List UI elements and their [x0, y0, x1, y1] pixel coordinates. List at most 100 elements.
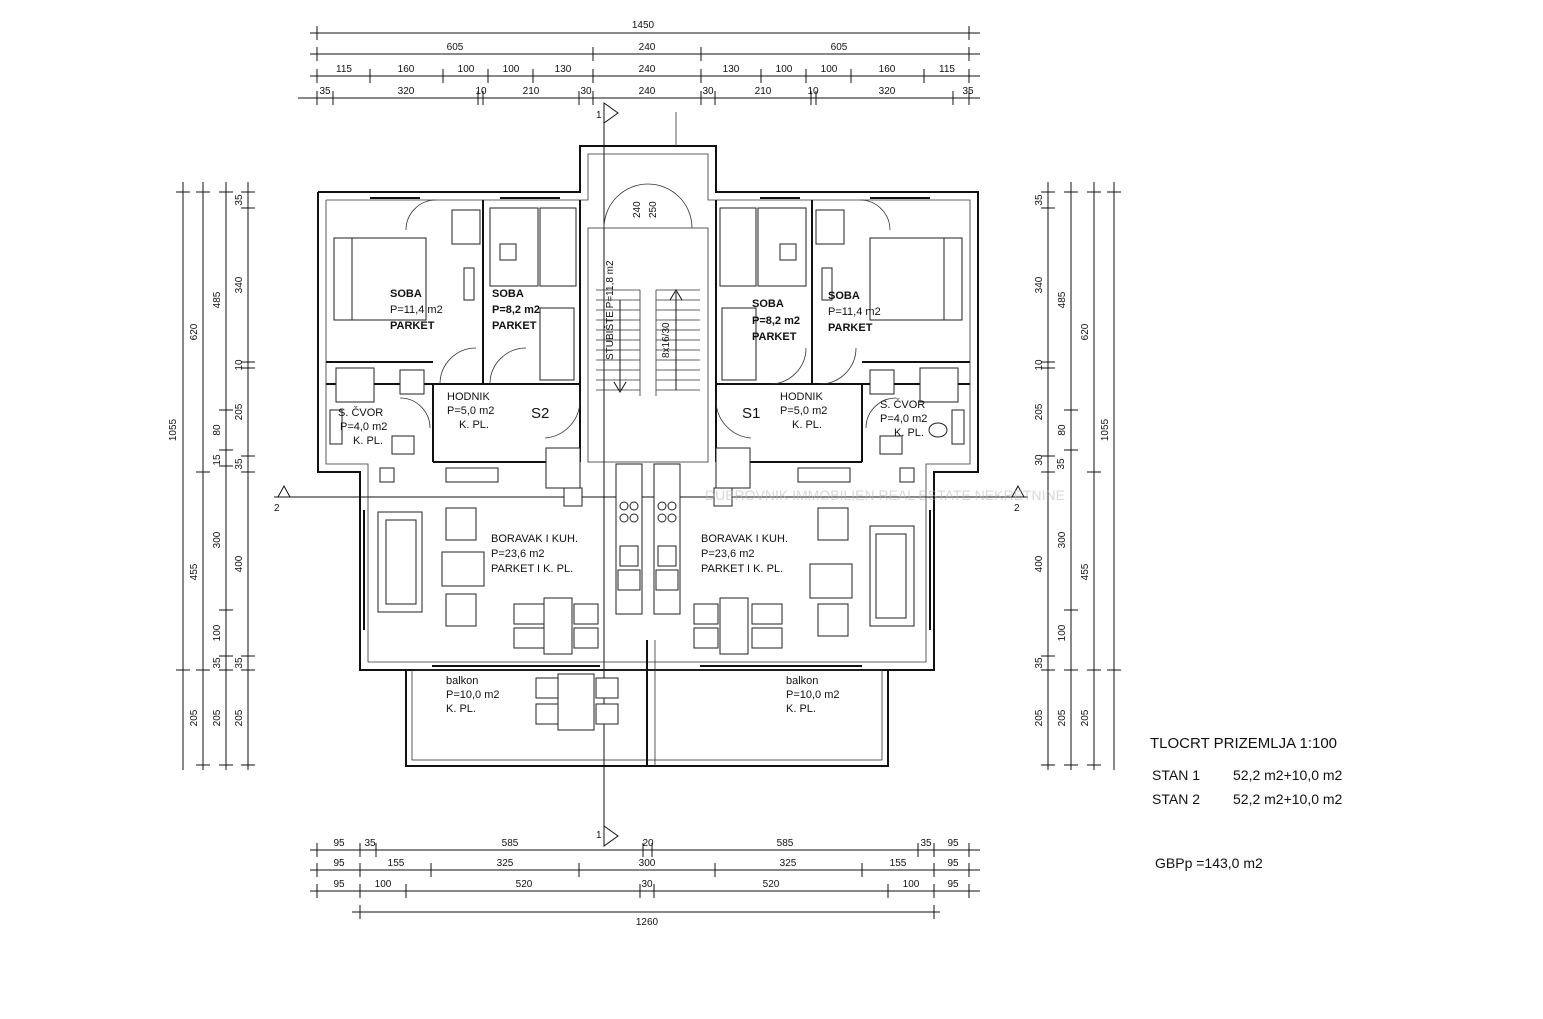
dim-right: 1055: [1100, 418, 1111, 441]
dim-bottom: 20: [642, 838, 654, 849]
dim-right: 485: [1057, 291, 1068, 308]
dim-top: 240: [639, 42, 656, 53]
room-name: S. ČVOR: [880, 398, 925, 411]
room-name: SOBA: [390, 288, 422, 300]
section-mark-right: 2: [1014, 503, 1020, 514]
room-name: balkon: [786, 675, 818, 687]
stan1-value: 52,2 m2+10,0 m2: [1233, 767, 1343, 783]
dim-left: 15: [212, 454, 223, 466]
furniture: [329, 207, 965, 731]
dim-top-total: 1450: [632, 20, 655, 31]
dim-right: 340: [1034, 276, 1045, 293]
dim-left: 620: [189, 323, 200, 340]
dim-top: 30: [580, 86, 592, 97]
room-floor: K. PL.: [792, 419, 822, 431]
room-area: P=8,2 m2: [752, 315, 800, 327]
room-floor: PARKET: [828, 322, 873, 334]
room-area: P=4,0 m2: [880, 413, 927, 425]
dim-top: 115: [336, 64, 352, 75]
dim-top: 35: [962, 86, 974, 97]
stan2-label: STAN 2: [1152, 791, 1200, 807]
dim-left: 35: [234, 458, 245, 470]
dim-top: 210: [755, 86, 772, 97]
dim-bottom: 585: [777, 838, 794, 849]
dim-top: 320: [879, 86, 896, 97]
dim-bottom: 95: [333, 879, 345, 890]
dim-top: 30: [702, 86, 714, 97]
room-area: P=8,2 m2: [492, 304, 540, 316]
dim-right: 35: [1056, 458, 1067, 470]
dim-left: 340: [234, 276, 245, 293]
dim-top: 100: [776, 64, 793, 75]
dim-top: 160: [879, 64, 896, 75]
room-area: P=5,0 m2: [780, 405, 827, 417]
room-floor: PARKET: [752, 331, 797, 343]
room-floor: K. PL.: [786, 703, 816, 715]
room-name: balkon: [446, 675, 478, 687]
room-name: HODNIK: [780, 391, 823, 403]
door-dim-b: 250: [648, 201, 659, 218]
room-name: SOBA: [828, 290, 860, 302]
dim-right: 205: [1034, 403, 1045, 420]
dim-left: 400: [234, 555, 245, 572]
room-area: P=10,0 m2: [786, 689, 840, 701]
dim-bottom: 95: [947, 879, 959, 890]
room-area: P=23,6 m2: [491, 548, 545, 560]
room-area: P=10,0 m2: [446, 689, 500, 701]
dim-bottom-total: 1260: [636, 917, 659, 928]
dim-bottom: 520: [763, 879, 780, 890]
dim-right: 35: [1034, 194, 1045, 206]
dim-left: 100: [212, 624, 223, 641]
room-floor: K. PL.: [894, 427, 924, 439]
dim-right: 100: [1057, 624, 1068, 641]
room-labels: SOBA P=11,4 m2 PARKET SOBA P=8,2 m2 PARK…: [338, 201, 927, 715]
dim-right: 35: [1034, 657, 1045, 669]
dim-right: 620: [1080, 323, 1091, 340]
legend: TLOCRT PRIZEMLJA 1:100 STAN 1 52,2 m2+10…: [1150, 735, 1343, 871]
dim-bottom: 155: [890, 858, 907, 869]
dim-bottom: 155: [388, 858, 405, 869]
dim-top: 210: [523, 86, 540, 97]
dim-top: 130: [723, 64, 740, 75]
legend-title: TLOCRT PRIZEMLJA 1:100: [1150, 735, 1337, 752]
right-dimensions: 35 340 10 205 30 35 400 35 205 485 80 30…: [1034, 182, 1121, 770]
gbp-value: GBPp =143,0 m2: [1155, 855, 1263, 871]
room-area: P=11,4 m2: [828, 306, 881, 318]
dim-left: 485: [212, 291, 223, 308]
room-area: P=4,0 m2: [340, 421, 387, 433]
dim-bottom: 35: [920, 838, 932, 849]
dim-top: 100: [503, 64, 520, 75]
dim-bottom: 100: [903, 879, 920, 890]
dim-right: 455: [1080, 563, 1091, 580]
room-name: HODNIK: [447, 391, 490, 403]
stan1-label: STAN 1: [1152, 767, 1200, 783]
dim-right: 205: [1057, 709, 1068, 726]
room-name: SOBA: [492, 288, 524, 300]
dim-bottom: 95: [947, 858, 959, 869]
stair-label-right: 8x16/30: [661, 322, 672, 358]
dim-top: 160: [398, 64, 415, 75]
dim-top: 115: [939, 64, 955, 75]
dim-left: 35: [212, 657, 223, 669]
dim-right: 10: [1034, 359, 1045, 371]
bottom-dimensions: 95 35 585 20 585 35 95 95 155 325 300 32…: [310, 838, 980, 928]
dim-left: 205: [234, 709, 245, 726]
dim-bottom: 100: [375, 879, 392, 890]
stan2-value: 52,2 m2+10,0 m2: [1233, 791, 1343, 807]
dim-bottom: 585: [502, 838, 519, 849]
dim-top: 10: [807, 86, 819, 97]
stair-label-left: STUBIŠTE P=11,8 m2: [603, 260, 616, 360]
room-name: BORAVAK I KUH.: [491, 533, 578, 545]
section-mark-left: 2: [274, 503, 280, 514]
dim-right: 30: [1034, 454, 1045, 466]
dim-top: 320: [398, 86, 415, 97]
dim-left: 455: [189, 563, 200, 580]
room-floor: PARKET: [390, 320, 435, 332]
dim-top: 130: [555, 64, 572, 75]
dim-top: 605: [831, 42, 848, 53]
dim-left: 205: [234, 403, 245, 420]
dim-left: 35: [234, 194, 245, 206]
top-dimensions: 1450 605 240 605 115 160 100 100 130 240…: [298, 20, 980, 105]
dim-top: 10: [475, 86, 487, 97]
